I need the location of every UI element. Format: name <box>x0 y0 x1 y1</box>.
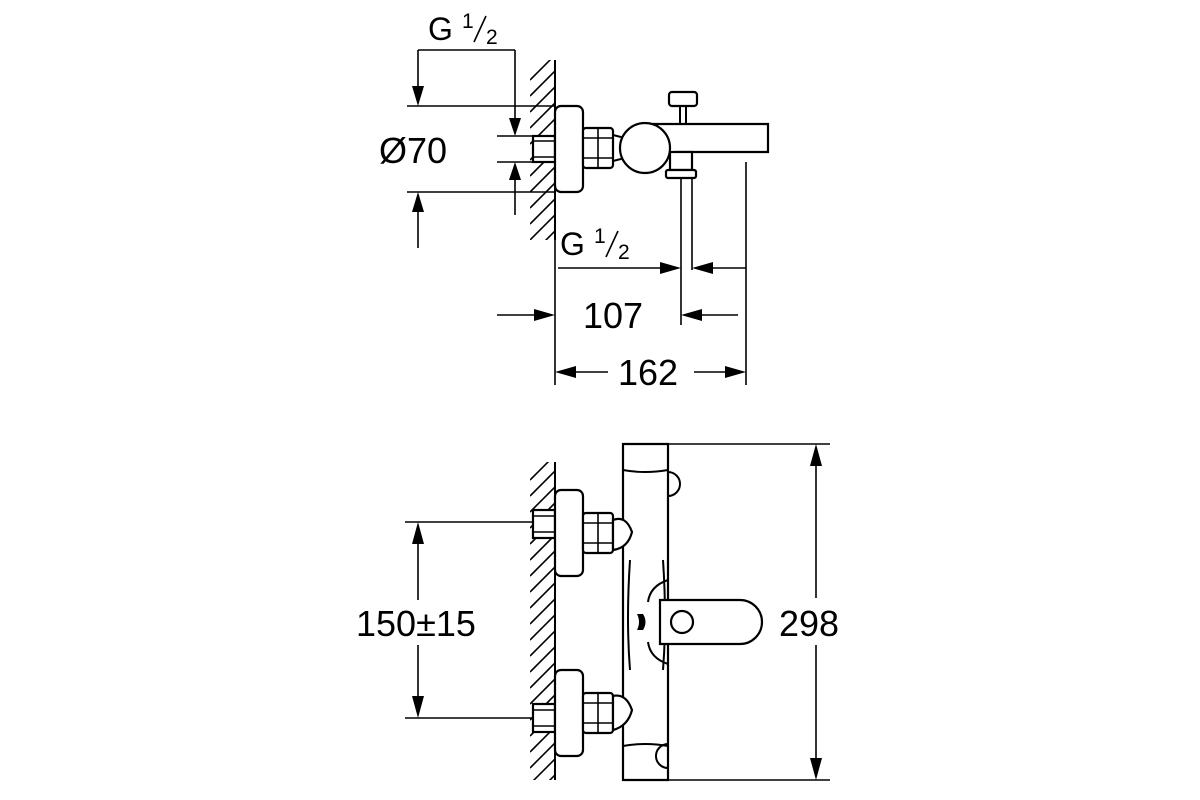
thread-inlet-den: 2 <box>486 26 498 49</box>
top-view: G 1 2 Ø70 G 1 2 <box>379 10 770 393</box>
spout-top <box>648 90 770 325</box>
lower-connection <box>531 668 615 758</box>
thread-outlet-num: 1 <box>594 225 606 248</box>
dim-diameter <box>407 50 555 248</box>
spout-front <box>637 579 764 665</box>
dim-total-depth <box>555 366 746 378</box>
thread-inlet-num: 1 <box>462 10 474 33</box>
thermostat-body-top <box>618 121 672 175</box>
total-width-label: 298 <box>779 603 839 644</box>
dim-thread-inlet <box>418 49 533 215</box>
dim-spout-outlet <box>497 309 738 321</box>
dim-center-distance <box>405 521 533 719</box>
dim-thread-outlet <box>558 262 746 274</box>
spout-outlet-label: 107 <box>583 295 643 336</box>
thermostat-body-front <box>611 442 681 782</box>
total-depth-label: 162 <box>618 352 678 393</box>
upper-connection <box>531 488 615 578</box>
center-distance-label: 150±15 <box>356 603 476 644</box>
thread-outlet-letter: G <box>560 226 585 262</box>
escutcheon-top <box>553 104 585 194</box>
wall-pipe-top <box>531 134 557 164</box>
diameter-label: Ø70 <box>379 130 447 171</box>
thread-outlet-den: 2 <box>618 241 630 264</box>
thread-inlet-letter: G <box>428 11 453 47</box>
union-nut-top <box>581 126 626 170</box>
front-view: 150±15 298 <box>356 442 839 782</box>
dim-total-width <box>668 443 830 781</box>
wall-hatch-front <box>530 462 556 780</box>
